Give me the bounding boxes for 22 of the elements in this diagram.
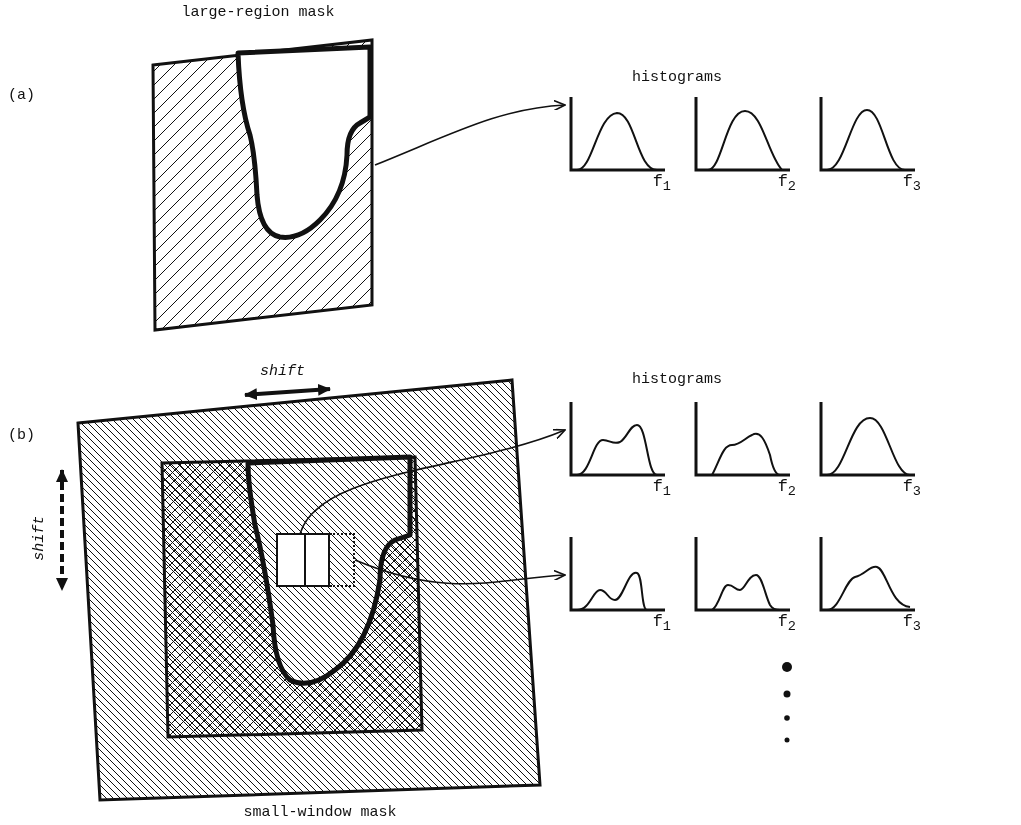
panel-label: (b) [8, 428, 35, 445]
axis-label: f$_{2}$ [777, 613, 796, 636]
axis-label: f$_{1}$ [652, 478, 671, 501]
axis-label: f$_{3}$ [902, 478, 921, 501]
shift-label: shift [260, 364, 305, 381]
shifted-window-outline [330, 533, 355, 587]
axis-label: f$_{3}$ [902, 173, 921, 196]
heading: histograms [632, 372, 722, 389]
arrow [354, 559, 566, 585]
axis-label: f$_{2}$ [777, 478, 796, 501]
mask-title: small-window mask [243, 805, 397, 822]
window-square [276, 533, 330, 587]
axis-label: f$_{1}$ [652, 613, 671, 636]
heading: histograms [632, 70, 722, 87]
arrow [374, 100, 566, 166]
mask-title: large-region mask [181, 5, 335, 22]
axis-label: f$_{1}$ [652, 173, 671, 196]
arrow [299, 428, 566, 534]
shift-label: shift [32, 515, 49, 561]
axis-label: f$_{2}$ [777, 173, 796, 196]
axis-label: f$_{3}$ [902, 613, 921, 636]
panel-label: (a) [8, 88, 35, 105]
